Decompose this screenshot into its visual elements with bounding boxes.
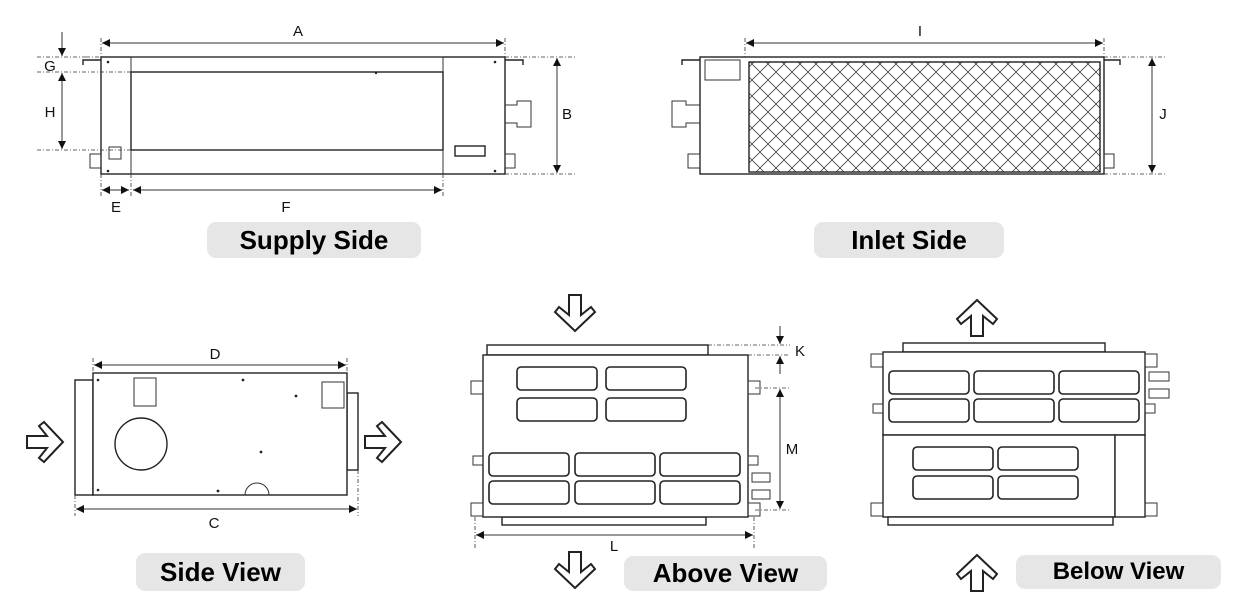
airflow-arrow-up-icon [956, 554, 998, 592]
supply-side-drawing: A G H B E F [37, 23, 575, 216]
above-view-drawing: K M L [470, 294, 805, 589]
side-view-label: Side View [136, 553, 305, 591]
below-view-drawing [870, 299, 1170, 592]
dimension-label-i: I [918, 23, 922, 40]
dimension-label-e: E [111, 199, 121, 216]
airflow-arrow-down-icon [554, 294, 596, 332]
supply-side-label: Supply Side [207, 222, 421, 258]
dimension-label-l: L [610, 538, 618, 555]
side-view-drawing: D C [26, 346, 402, 532]
dimension-label-g: G [44, 58, 56, 75]
dimension-label-j: J [1159, 106, 1167, 123]
dimension-label-h: H [45, 104, 56, 121]
above-view-label: Above View [624, 556, 827, 591]
dimension-label-b: B [562, 106, 572, 123]
inlet-side-drawing: I J [671, 23, 1167, 175]
dimension-label-k: K [795, 343, 805, 360]
airflow-arrow-down-icon [554, 551, 596, 589]
airflow-arrow-right-icon [26, 421, 64, 463]
dimension-label-d: D [210, 346, 221, 363]
dimension-label-c: C [209, 515, 220, 532]
dimension-label-m: M [786, 441, 799, 458]
inlet-side-label: Inlet Side [814, 222, 1004, 258]
airflow-arrow-up-icon [956, 299, 998, 337]
dimension-label-f: F [281, 199, 290, 216]
below-view-label: Below View [1016, 555, 1221, 589]
airflow-arrow-right-icon [364, 421, 402, 463]
dimension-label-a: A [293, 23, 303, 40]
